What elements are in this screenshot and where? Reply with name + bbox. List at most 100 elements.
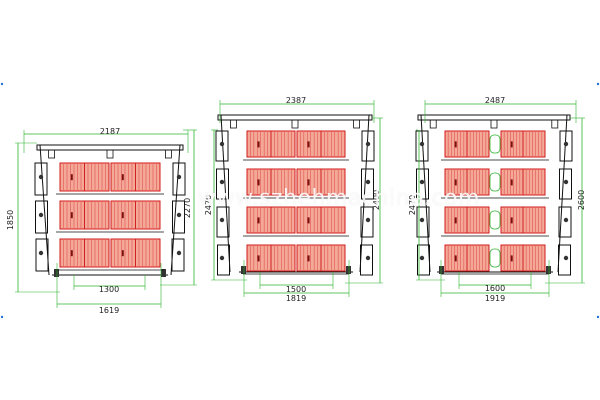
beam-hanger-3 <box>164 149 172 159</box>
right-nipple-2 <box>563 179 569 185</box>
right-nipple-2 <box>176 212 182 218</box>
tray-marker <box>510 179 513 186</box>
dimensions-three-tier <box>15 129 197 308</box>
dim-height-right-fig1: 2270 <box>183 198 192 218</box>
edge-marker-4 <box>596 315 600 319</box>
right-foot <box>346 266 351 274</box>
left-trough-2 <box>35 200 48 234</box>
right-foot <box>161 269 166 277</box>
dim-height-right-fig2: 2400 <box>372 190 381 210</box>
frame-three-tier <box>34 144 186 277</box>
tray-marker <box>510 217 513 224</box>
edge-marker-1 <box>0 82 4 86</box>
left-trough-3 <box>416 206 430 238</box>
tray-marker <box>454 141 457 148</box>
tray-marker <box>307 141 310 148</box>
right-nipple-4 <box>563 255 569 261</box>
right-post <box>359 114 370 273</box>
dim-bottom-inner-fig3: 1600 <box>485 284 505 293</box>
trays-four-tier-b <box>441 130 549 275</box>
right-nipple-3 <box>563 217 569 223</box>
dim-bottom-outer-fig3: 1919 <box>485 294 505 303</box>
left-trough-3 <box>35 238 49 272</box>
dim-top-width-fig3: 2487 <box>485 96 505 105</box>
left-nipple-1 <box>219 141 225 147</box>
left-nipple-2 <box>38 212 44 218</box>
left-trough-3 <box>216 206 230 238</box>
edge-markers <box>0 82 600 319</box>
left-trough-2 <box>216 168 229 200</box>
right-nipple-1 <box>176 174 182 180</box>
tray-marker <box>307 217 310 224</box>
left-nipple-2 <box>219 179 225 185</box>
right-trough-2 <box>559 168 572 200</box>
beam-hanger-2 <box>106 149 114 159</box>
beam-hanger-3 <box>551 119 559 129</box>
left-nipple-4 <box>419 255 425 261</box>
tray-marker <box>70 212 73 219</box>
frame-four-tier-a <box>215 114 375 276</box>
dim-height-left-fig3: 2470 <box>408 195 417 215</box>
dim-top-width-fig2: 2387 <box>286 96 306 105</box>
tray-marker <box>257 255 260 262</box>
frame-four-tier-b <box>415 114 573 276</box>
left-foot <box>54 269 59 277</box>
right-trough-3 <box>171 238 185 272</box>
right-nipple-2 <box>365 179 371 185</box>
right-nipple-1 <box>365 141 371 147</box>
right-trough-4 <box>360 244 373 276</box>
left-nipple-3 <box>219 217 225 223</box>
beam-hanger-1 <box>429 119 437 129</box>
left-foot <box>241 266 246 274</box>
beam-hanger-1 <box>229 119 237 129</box>
left-trough-4 <box>417 244 430 276</box>
tray-marker <box>121 174 124 181</box>
right-trough-3 <box>558 206 572 238</box>
beam-hanger-2 <box>490 119 498 129</box>
left-trough-4 <box>217 244 230 276</box>
right-trough-2 <box>172 200 185 234</box>
center-feeder-1 <box>489 134 501 154</box>
right-trough-2 <box>361 168 374 200</box>
dim-height-left-fig2: 2470 <box>204 195 213 215</box>
left-nipple-1 <box>419 141 425 147</box>
figure-four-tier-cage-b: 2487 2470 2600 1600 1919 <box>408 96 586 303</box>
dim-bottom-outer-fig1: 1619 <box>99 306 119 315</box>
left-trough-2 <box>416 168 429 200</box>
tray-marker <box>307 255 310 262</box>
tray-marker <box>257 217 260 224</box>
left-nipple-2 <box>419 179 425 185</box>
left-nipple-1 <box>38 174 44 180</box>
dim-bottom-outer-fig2: 1819 <box>286 294 306 303</box>
tray-marker <box>307 179 310 186</box>
trays-four-tier-a <box>243 130 349 275</box>
left-foot <box>439 266 444 274</box>
tray-marker <box>454 179 457 186</box>
left-nipple-4 <box>219 255 225 261</box>
dimensions-four-tier-a <box>211 100 383 297</box>
right-nipple-1 <box>563 141 569 147</box>
tray-marker <box>510 141 513 148</box>
right-foot <box>546 266 551 274</box>
dim-height-left-fig1: 1850 <box>6 210 15 230</box>
right-trough-3 <box>360 206 374 238</box>
beam-hanger-1 <box>48 149 55 159</box>
tray-marker <box>454 255 457 262</box>
left-trough-1 <box>34 162 48 196</box>
tray-marker <box>510 255 513 262</box>
center-feeder-4 <box>489 248 501 268</box>
tray-marker <box>121 250 124 257</box>
right-trough-1 <box>172 162 186 196</box>
beam-hanger-3 <box>353 119 361 129</box>
right-nipple-4 <box>365 255 371 261</box>
watermark-text: www.szhehmachine.com <box>198 186 480 211</box>
center-feeder-2 <box>489 172 501 192</box>
dim-height-right-fig3: 2600 <box>577 190 586 210</box>
right-trough-1 <box>361 130 375 162</box>
figure-three-tier-cage: 2187 1850 2270 1300 1619 <box>6 127 197 315</box>
edge-marker-3 <box>0 315 4 319</box>
right-trough-4 <box>558 244 571 276</box>
dim-bottom-inner-fig1: 1300 <box>99 285 119 294</box>
